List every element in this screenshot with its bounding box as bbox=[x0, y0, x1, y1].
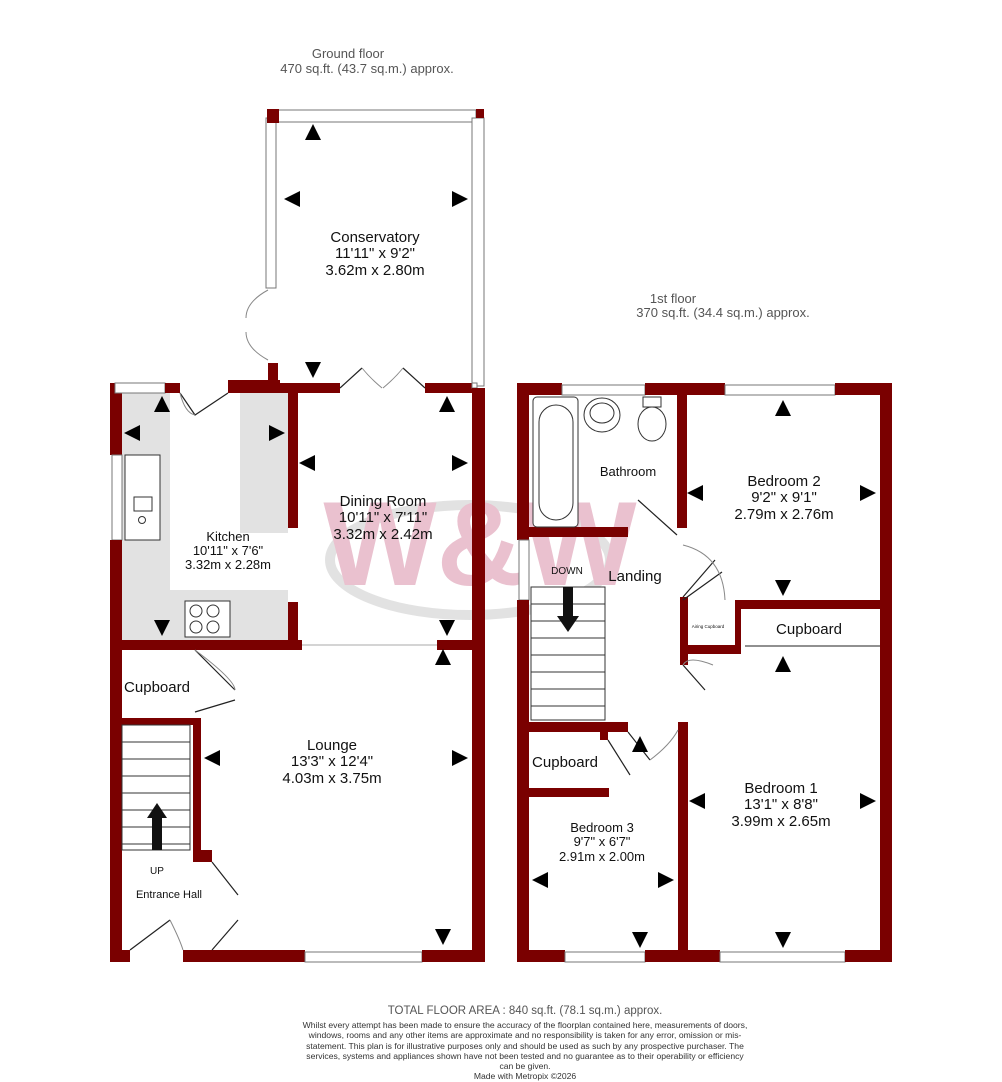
bathroom-label: Bathroom bbox=[600, 464, 656, 479]
kitchen-label: Kitchen 10'11" x 7'6" 3.32m x 2.28m bbox=[185, 529, 271, 572]
total-floor-area: TOTAL FLOOR AREA : 840 sq.ft. (78.1 sq.m… bbox=[387, 1005, 663, 1017]
airing-cupboard-label: Airing Cupboard bbox=[692, 624, 725, 629]
dining-room-label: Dining Room 10'11" x 7'11" 3.32m x 2.42m bbox=[333, 493, 432, 543]
arrow-left-icon bbox=[689, 793, 705, 809]
svg-text:Bedroom 1: Bedroom 1 bbox=[744, 780, 817, 797]
svg-text:3.99m x 2.65m: 3.99m x 2.65m bbox=[731, 813, 830, 830]
footer: TOTAL FLOOR AREA : 840 sq.ft. (78.1 sq.m… bbox=[300, 1005, 750, 1082]
arrow-up-icon bbox=[305, 124, 321, 140]
arrow-right-icon bbox=[860, 793, 876, 809]
bedroom2-label: Bedroom 2 9'2" x 9'1" 2.79m x 2.76m bbox=[734, 473, 833, 523]
conservatory-walls bbox=[245, 109, 485, 387]
sink-icon bbox=[124, 454, 161, 541]
arrow-up-icon bbox=[435, 649, 451, 665]
cupboard-label-first: Cupboard bbox=[776, 621, 842, 638]
svg-text:10'11" x 7'11": 10'11" x 7'11" bbox=[339, 509, 427, 526]
stairs-up bbox=[121, 724, 191, 851]
svg-text:Dining Room: Dining Room bbox=[340, 493, 427, 510]
arrow-down-icon bbox=[305, 362, 321, 378]
svg-text:3.32m x 2.42m: 3.32m x 2.42m bbox=[333, 526, 432, 543]
svg-text:11'11" x 9'2": 11'11" x 9'2" bbox=[335, 245, 415, 262]
arrow-down-icon bbox=[775, 932, 791, 948]
svg-text:Bedroom 3: Bedroom 3 bbox=[570, 820, 634, 835]
first-floor-area: 370 sq.ft. (34.4 sq.m.) approx. bbox=[636, 305, 809, 320]
landing-label: Landing bbox=[608, 568, 661, 585]
arrow-left-icon bbox=[204, 750, 220, 766]
bedroom1-label: Bedroom 1 13'1" x 8'8" 3.99m x 2.65m bbox=[731, 780, 830, 830]
svg-text:3.32m x 2.28m: 3.32m x 2.28m bbox=[185, 557, 271, 572]
svg-text:10'11" x 7'6": 10'11" x 7'6" bbox=[193, 543, 264, 558]
arrow-left-icon bbox=[124, 425, 140, 441]
svg-text:Conservatory: Conservatory bbox=[330, 229, 420, 246]
arrow-left-icon bbox=[532, 872, 548, 888]
svg-text:13'3" x 12'4": 13'3" x 12'4" bbox=[291, 753, 373, 770]
arrow-left-icon bbox=[687, 485, 703, 501]
stairs-down bbox=[530, 586, 606, 721]
arrow-up-icon bbox=[632, 736, 648, 752]
first-floor-walls bbox=[517, 383, 892, 963]
svg-text:9'7" x 6'7": 9'7" x 6'7" bbox=[574, 834, 631, 849]
arrow-right-icon bbox=[452, 455, 468, 471]
ground-floor-walls bbox=[110, 367, 485, 963]
svg-text:9'2" x 9'1": 9'2" x 9'1" bbox=[751, 489, 817, 506]
entrance-hall-label: Entrance Hall bbox=[136, 889, 202, 901]
svg-text:Lounge: Lounge bbox=[307, 737, 357, 754]
arrow-down-icon bbox=[154, 620, 170, 636]
basin-icon bbox=[583, 397, 621, 433]
arrow-up-icon bbox=[775, 400, 791, 416]
cupboard-label-bedroom3: Cupboard bbox=[532, 754, 598, 771]
bedroom3-label: Bedroom 3 9'7" x 6'7" 2.91m x 2.00m bbox=[559, 820, 645, 864]
arrow-down-icon bbox=[435, 929, 451, 945]
arrow-down-icon bbox=[439, 620, 455, 636]
ground-floor-title: Ground floor bbox=[312, 46, 385, 61]
cupboard-label: Cupboard bbox=[124, 679, 190, 696]
arrow-up-icon bbox=[154, 396, 170, 412]
lounge-label: Lounge 13'3" x 12'4" 4.03m x 3.75m bbox=[282, 737, 381, 787]
arrow-right-icon bbox=[452, 191, 468, 207]
svg-text:4.03m x 3.75m: 4.03m x 3.75m bbox=[282, 770, 381, 787]
bath-icon bbox=[532, 396, 579, 528]
arrow-left-icon bbox=[299, 455, 315, 471]
arrow-right-icon bbox=[658, 872, 674, 888]
toilet-icon bbox=[637, 396, 667, 442]
arrow-down-icon bbox=[632, 932, 648, 948]
svg-text:2.91m x 2.00m: 2.91m x 2.00m bbox=[559, 849, 645, 864]
conservatory-label: Conservatory 11'11" x 9'2" 3.62m x 2.80m bbox=[325, 229, 424, 279]
arrow-up-icon bbox=[439, 396, 455, 412]
stairs-down-label: DOWN bbox=[551, 566, 583, 577]
svg-text:Kitchen: Kitchen bbox=[206, 529, 249, 544]
arrow-right-icon bbox=[269, 425, 285, 441]
dimension-arrows bbox=[124, 124, 876, 948]
svg-text:Bedroom 2: Bedroom 2 bbox=[747, 473, 820, 490]
svg-text:3.62m x 2.80m: 3.62m x 2.80m bbox=[325, 262, 424, 279]
stairs-up-label: UP bbox=[150, 866, 164, 877]
arrow-left-icon bbox=[284, 191, 300, 207]
arrow-up-icon bbox=[775, 656, 791, 672]
disclaimer: Whilst every attempt has been made to en… bbox=[302, 1020, 748, 1072]
svg-text:2.79m x 2.76m: 2.79m x 2.76m bbox=[734, 506, 833, 523]
first-floor-title: 1st floor bbox=[650, 291, 697, 306]
credit: Made with Metropix ©2026 bbox=[473, 1071, 577, 1082]
ground-floor-area: 470 sq.ft. (43.7 sq.m.) approx. bbox=[280, 61, 453, 76]
arrow-right-icon bbox=[860, 485, 876, 501]
arrow-right-icon bbox=[452, 750, 468, 766]
arrow-down-icon bbox=[775, 580, 791, 596]
cooker-hob-icon bbox=[184, 600, 231, 638]
svg-text:13'1" x 8'8": 13'1" x 8'8" bbox=[744, 796, 818, 813]
